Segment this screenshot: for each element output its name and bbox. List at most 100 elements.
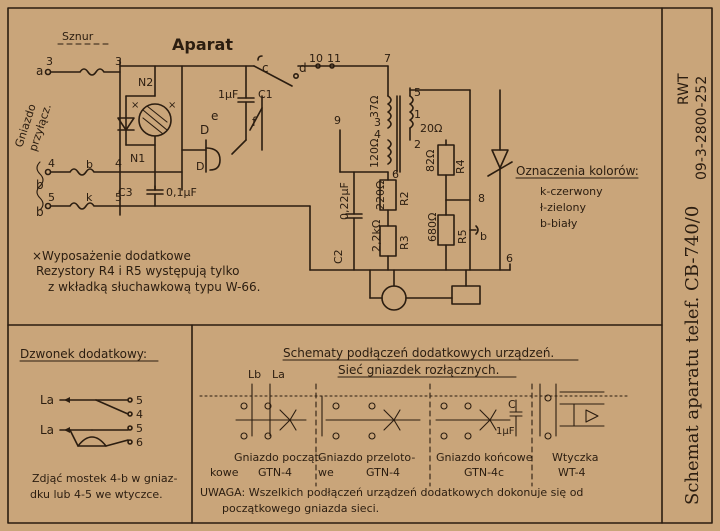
socket-1-line2: we [318,466,334,479]
t4-right: 4 [115,157,122,170]
node-5: 5 [414,86,421,99]
res-82: 82Ω [424,150,437,172]
node-11: 11 [327,52,341,65]
node-6: 6 [392,168,399,181]
bell-caption-2: dku lub 4-5 we wtyczce. [30,488,163,501]
legend-item-b: b-biały [540,217,578,230]
node-1: 1 [414,108,421,121]
scheme-cap-value: 1µF [496,426,515,437]
scheme-cap-c: C [508,398,516,411]
node-4: 4 [374,128,381,141]
r2-r3-column [309,129,511,271]
note-line-3: z wkładką słuchawkową typu W-66. [48,280,261,294]
bell-title: Dzwonek dodatkowy: [20,347,147,361]
node-9: 9 [334,114,341,127]
r5-branch [437,199,479,271]
socket-3-line3: WT-4 [558,466,586,479]
socket-2-line3: GTN-4c [464,466,504,479]
res-20: 20Ω [420,122,442,135]
wire-b: b [86,158,93,171]
socket-0-line1: Gniazdo począt- [234,451,323,464]
code-number: 09-3-2800-252 [694,76,710,180]
c3-value: 0,1µF [166,186,197,199]
t4-left: 4 [48,157,55,170]
socket-1-line3: GTN-4 [366,466,400,479]
socket-3-line1: Wtyczka [552,451,598,464]
induction-coil [387,65,471,271]
note-line-1: Wyposażenie dodatkowe [42,249,191,263]
n1-label: N1 [130,152,145,165]
cap-c2-value: 0,22µF [338,182,351,220]
contact-D: D [200,123,209,137]
contact-d: d [299,61,307,75]
note-mark: × [32,249,42,263]
res-680: 680Ω [426,213,439,242]
socket-2-line1: Gniazdo końcowe [436,451,533,464]
scheme-dividers [199,383,629,487]
bell-wiring [59,397,133,447]
res-r2: R2 [398,191,411,206]
legend-item-k: k-czerwony [540,185,603,198]
t5-right: 5 [115,191,122,204]
aparat-label: Aparat [172,35,233,54]
c3-capacitor [119,171,311,207]
bell-caption-1: Zdjąć mostek 4-b w gniaz- [32,472,177,485]
node-10: 10 [309,52,323,65]
warning-line-2: początkowego gniazda sieci. [222,502,379,515]
bell-la-1: La [40,393,54,407]
handset-switch [181,139,221,173]
bell-t6: 6 [136,436,143,449]
terminal-b: b [36,178,44,192]
ringer-block [117,65,183,191]
note-line-2: Rezystory R4 i R5 występują tylko [36,264,239,278]
schemes-subtitle: Sieć gniazdek rozłącznych. [338,363,499,377]
legend-title: Oznaczenia kolorów: [516,164,639,178]
scheme-lb: Lb [248,368,261,381]
c1-value: 1µF [218,88,238,101]
bell-t5b: 5 [136,422,143,435]
sheet-title: Schemat aparatu telef. CB-740/0 [682,206,703,505]
scheme-la: La [272,368,285,381]
node-6b: 6 [506,252,513,265]
outer-frame [7,7,713,524]
c3-label: C3 [118,186,133,199]
res-37: 37Ω [368,96,381,118]
contact-e: e [211,109,218,123]
res-r4: R4 [454,159,467,174]
c1-capacitor [231,65,263,155]
res-220: 220Ω [374,181,387,210]
contact-D2: D [196,160,204,173]
t3-left: 3 [46,55,53,68]
contact-c: c [262,61,269,75]
res-2k2: 2,2kΩ [370,220,383,252]
socket-1-line1: Gniazdo przeloto- [318,451,415,464]
top-rail [119,55,389,87]
t5-left: 5 [48,191,55,204]
code-rwt: RWT [676,73,692,105]
c1-label: C1 [258,88,273,101]
terminal-b2: b [36,205,44,219]
node-7: 7 [384,52,391,65]
socket-0-line3: GTN-4 [258,466,292,479]
res-r3: R3 [398,235,411,250]
node-2: 2 [414,138,421,151]
terminal-a: a [36,64,43,78]
bell-la-2: La [40,423,54,437]
mark-x1: × [131,100,139,111]
contact-f: f [252,115,257,129]
plug-wt4 [539,383,605,440]
transducers [369,269,481,311]
socket-begin [235,383,307,440]
mark-x2: × [168,100,176,111]
socket-0-line2: kowe [210,466,239,479]
bell-t4: 4 [136,408,143,421]
warning-line-1: UWAGA: Wszelkich podłączeń urządzeń doda… [200,486,583,499]
res-r5: R5 [456,229,469,244]
cap-c2: C2 [332,249,345,264]
schemes-title: Schematy podłączeń dodatkowych urządzeń. [283,346,554,360]
wire-k: k [86,191,93,204]
r4-branch [437,89,513,271]
t3-right: 3 [115,55,122,68]
cord-label: Sznur [62,30,94,43]
